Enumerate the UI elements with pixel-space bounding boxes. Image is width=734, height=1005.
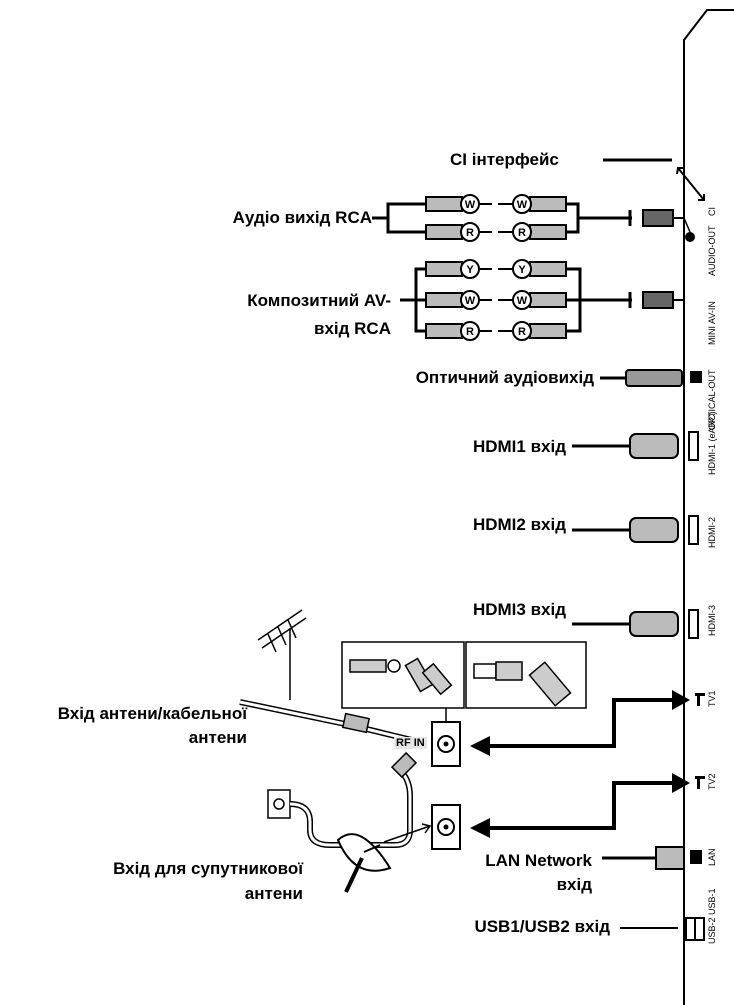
rca-plug-white-3: [425, 290, 492, 310]
label-ci-interface: CI інтерфейс: [450, 150, 559, 169]
plug-letter-r3: R: [466, 326, 474, 338]
plug-letter-w1: W: [465, 199, 476, 211]
label-lan-line1: LAN Network: [485, 851, 592, 870]
satellite-socket-icon: [431, 804, 461, 850]
rca-plug-yellow-2: [498, 259, 567, 279]
label-hdmi1: HDMI1 вхід: [472, 437, 566, 456]
label-composite-av-line2: вхід RCA: [314, 319, 391, 338]
rca-plug-red-4: [498, 321, 567, 341]
port-mini-av-in: MINI AV-IN: [707, 301, 717, 345]
port-lan: LAN: [707, 848, 717, 866]
inset-plug-icons: [349, 657, 572, 707]
label-audio-out-rca: Аудіо вихід RCA: [232, 208, 372, 227]
rca-plug-white-4: [498, 290, 567, 310]
optical-cable: [600, 369, 702, 387]
lan-cable: [602, 846, 702, 870]
plug-letter-w4: W: [517, 295, 528, 307]
port-hdmi3: HDMI-3: [707, 605, 717, 636]
tv1-arrowhead-right: [672, 690, 690, 710]
hdmi1-cable: [572, 431, 699, 461]
usb-ports: [620, 917, 705, 941]
label-optical-out: Оптичний аудіовихід: [415, 368, 594, 387]
mini-av-plug: [642, 291, 684, 309]
label-composite-av-line1: Композитний AV-: [247, 291, 391, 310]
port-hdmi1: HDMI-1 (eARC): [707, 411, 717, 475]
plug-letter-r1: R: [466, 227, 474, 239]
rca-plug-red-2: [498, 222, 567, 242]
hdmi3-cable: [572, 609, 699, 639]
rca-plug-red-3: [425, 321, 492, 341]
tv2-arrowhead-left: [470, 818, 490, 838]
audio-out-cables: [372, 202, 632, 234]
rca-letters: W W R R Y Y W W R R: [465, 199, 528, 338]
satellite-dish-icon: [336, 823, 432, 893]
port-ci: CI: [707, 207, 717, 216]
label-antenna-line1: Вхід антени/кабельної: [57, 704, 247, 723]
plug-letter-y2: Y: [518, 264, 526, 276]
composite-av-cables: [400, 267, 632, 333]
rf-in-label: RF IN: [394, 737, 427, 749]
plug-letter-r2: R: [518, 227, 526, 239]
rca-plug-white-2: [498, 194, 567, 214]
tv-port-icons: [695, 693, 705, 789]
port-hdmi2: HDMI-2: [707, 517, 717, 548]
label-satellite-line1: Вхід для супутникової: [113, 859, 303, 878]
label-satellite-line2: антени: [244, 884, 303, 903]
port-tv1: TV1: [707, 690, 717, 707]
tv-side-panel: [683, 9, 734, 1005]
wall-socket-cable: [267, 751, 418, 848]
label-antenna-line2: антени: [188, 728, 247, 747]
tv1-arrowhead-left: [470, 736, 490, 756]
rca-plug-white-1: [425, 194, 492, 214]
ci-arrow-icon: [676, 167, 705, 201]
label-lan-line2: вхід: [556, 875, 592, 894]
hdmi2-cable: [572, 515, 699, 545]
plug-letter-w3: W: [465, 295, 476, 307]
plug-letter-w2: W: [517, 199, 528, 211]
label-hdmi2: HDMI2 вхід: [472, 515, 566, 534]
rca-plug-red-1: [425, 222, 492, 242]
port-tv2: TV2: [707, 773, 717, 790]
label-usb: USB1/USB2 вхід: [474, 917, 610, 936]
audio-jack-plug: [642, 209, 695, 242]
rca-plug-yellow-1: [425, 259, 492, 279]
tv2-arrowhead-right: [672, 773, 690, 793]
plug-letter-r4: R: [518, 326, 526, 338]
antenna-icon: [257, 609, 307, 700]
antenna-cable-plug: [341, 712, 371, 734]
port-audio-out: AUDIO-OUT: [707, 225, 717, 277]
label-hdmi3: HDMI3 вхід: [472, 600, 566, 619]
rf-socket-icon: [431, 708, 461, 767]
tv1-arrow: [486, 698, 676, 748]
tv2-arrow: [486, 781, 676, 830]
plug-letter-y1: Y: [466, 264, 474, 276]
port-usb: USB-2 USB-1: [707, 888, 717, 944]
